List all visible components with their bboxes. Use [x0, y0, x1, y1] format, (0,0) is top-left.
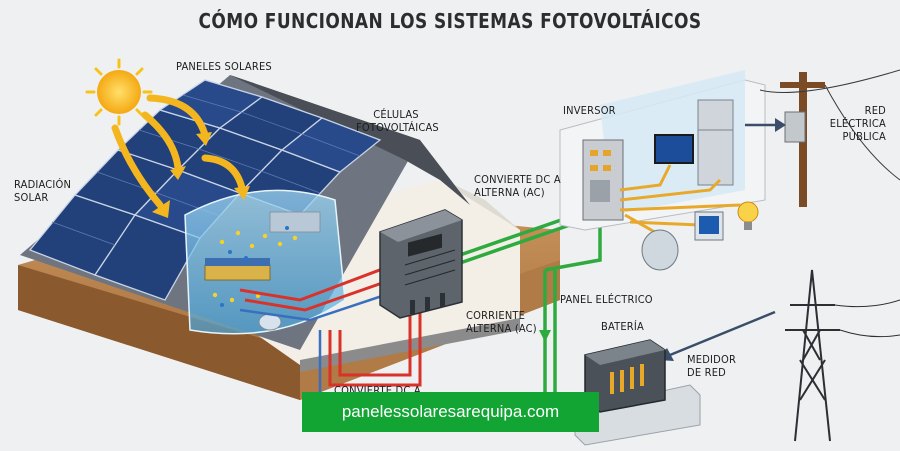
appliance-feeds	[619, 164, 741, 237]
radiation-arrows	[111, 94, 246, 209]
label-paneles-solares: PANELES SOLARES	[176, 60, 272, 73]
label-panel-electrico: PANEL ELÉCTRICO	[560, 293, 653, 306]
label-red-line3: PÚBLICA	[842, 130, 886, 143]
label-radiacion-line2: SOLAR	[14, 191, 49, 204]
label-radiacion-line1: RADIACIÓN	[14, 178, 72, 191]
label-red-line2: ELÉCTRICA	[829, 117, 886, 130]
dc-wires-blue	[239, 293, 386, 395]
dc-wires	[239, 266, 422, 387]
label-medidor-line1: MEDIDOR	[687, 353, 737, 366]
label-celulas-line1: CÉLULAS	[373, 108, 419, 121]
interior-panel	[559, 70, 766, 231]
website-banner[interactable]: panelessolaresarequipa.com	[302, 392, 599, 432]
label-convierte-line2: ALTERNA (AC)	[474, 186, 545, 199]
label-red-electrica: RED ELÉCTRICA PÚBLICA	[820, 104, 886, 143]
appliances	[641, 201, 759, 271]
label-inversor: INVERSOR	[563, 104, 616, 117]
label-radiacion: RADIACIÓN SOLAR	[14, 178, 71, 204]
inverter-device	[379, 209, 463, 319]
label-celulas: CÉLULAS FOTOVOLTÁICAS	[356, 108, 439, 134]
label-corriente-line1: CORRIENTE	[466, 309, 526, 322]
connector-arrow	[745, 118, 786, 132]
label-convierte-dc: CONVIERTE DC A ALTERNA (AC)	[474, 173, 561, 199]
label-corriente-alterna: CORRIENTE ALTERNA (AC)	[466, 309, 537, 335]
website-url[interactable]: panelessolaresarequipa.com	[341, 402, 560, 421]
label-convierte-line1: CONVIERTE DC A	[474, 173, 561, 186]
sun-icon	[85, 58, 153, 126]
label-red-line1: RED	[864, 104, 886, 117]
label-celulas-line2: FOTOVOLTÁICAS	[356, 121, 439, 134]
transmission-tower	[785, 269, 900, 442]
cell-cutaway	[184, 189, 346, 335]
label-medidor: MEDIDOR DE RED	[687, 353, 736, 379]
label-corriente-line2: ALTERNA (AC)	[466, 322, 537, 335]
label-bateria: BATERÍA	[601, 320, 644, 333]
label-medidor-line2: DE RED	[687, 366, 726, 379]
utility-pole	[759, 69, 900, 207]
page-title: CÓMO FUNCIONAN LOS SISTEMAS FOTOVOLTÁICO…	[198, 9, 702, 33]
radiation-arrowheads	[152, 132, 250, 218]
